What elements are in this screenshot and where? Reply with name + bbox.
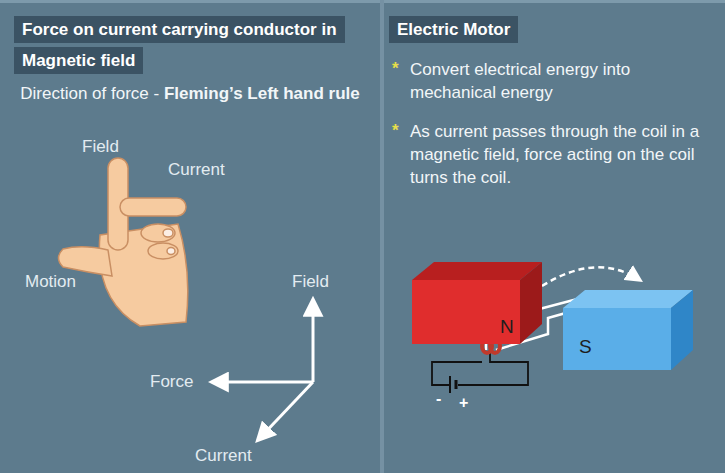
battery-plate [449, 376, 451, 393]
battery-circuit [432, 352, 528, 393]
pole-label: S [579, 336, 592, 358]
current-arrow [258, 382, 313, 440]
axis-label: Field [292, 272, 329, 292]
magnet-top [563, 290, 693, 308]
wire [432, 352, 528, 385]
magnet-top [412, 262, 542, 280]
direction-axes [212, 300, 313, 440]
subtitle: Direction of force - [20, 84, 159, 103]
axis-label: Current [195, 446, 252, 466]
heading-band: Electric Motor [389, 14, 709, 45]
nail [163, 229, 173, 237]
field-arrow [312, 300, 315, 382]
terminal-sign: - [436, 389, 441, 409]
panel-divider [380, 0, 384, 473]
finger-label: Current [168, 160, 225, 180]
bullet-text: As current passes through the coil in a … [410, 120, 700, 189]
heading-band: Force on current carrying conductor in M… [14, 14, 354, 76]
middle-finger [120, 198, 186, 216]
magnet-side [671, 290, 693, 370]
bullet-mark: * [392, 59, 399, 79]
rule-name: Fleming’s Left hand rule [164, 84, 360, 103]
panel-heading: Force on current carrying conductor in M… [14, 16, 345, 74]
magnet-face [563, 308, 671, 370]
panel-heading: Electric Motor [389, 16, 518, 43]
pole-label: N [500, 316, 514, 338]
bullet-text: Convert electrical energy into mechanica… [410, 58, 700, 104]
magnet-block [412, 262, 542, 344]
finger-label: Motion [25, 272, 76, 292]
little-finger [148, 243, 178, 259]
magnet-face [412, 280, 520, 344]
left-panel: Force on current carrying conductor in M… [0, 0, 380, 473]
text-flow: Direction of force - Fleming’s Left hand… [10, 82, 370, 105]
south-magnet: S [563, 290, 693, 370]
nail [167, 248, 175, 255]
bullet-mark: * [392, 121, 399, 141]
axis-label: Force [150, 372, 193, 392]
magnet-side [520, 262, 542, 344]
terminal-sign: + [459, 393, 468, 413]
north-magnet: N [412, 262, 542, 344]
finger-label: Field [82, 137, 119, 157]
battery-plate [455, 380, 458, 389]
thumb [59, 247, 113, 276]
force-arrow [212, 381, 313, 384]
magnet-block [563, 290, 693, 370]
ring-finger [141, 224, 175, 242]
left-hand [59, 158, 188, 326]
top-border [0, 0, 725, 3]
rotation-arrow [542, 267, 640, 286]
